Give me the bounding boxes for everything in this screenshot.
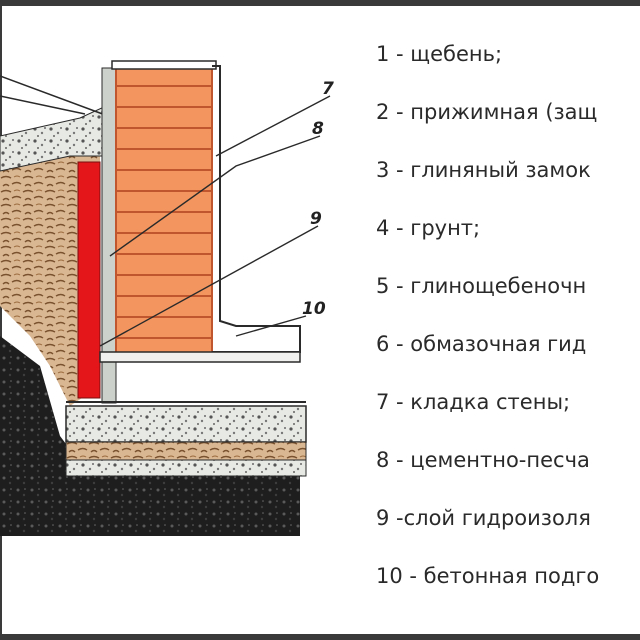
legend-item-2: 2 - прижимная (защ	[376, 100, 598, 124]
brick-courses	[116, 85, 212, 339]
soil-band	[65, 441, 307, 461]
leader-lines	[99, 95, 331, 347]
surface-line	[0, 75, 109, 117]
callout-7: 7	[322, 79, 334, 99]
legend-item-9: 9 -слой гидроизоля	[376, 506, 591, 530]
legend-item-5: 5 - глинощебеночн	[376, 274, 587, 298]
callout-8: 8	[312, 119, 324, 139]
legend-item-10: 10 - бетонная подго	[376, 564, 600, 588]
gravel-bottom-layer	[65, 459, 307, 477]
legend-item-6: 6 - обмазочная гид	[376, 332, 587, 356]
legend-item-7: 7 - кладка стены;	[376, 390, 571, 414]
soil-layer	[0, 136, 100, 406]
legend-item-1: 1 - щебень;	[376, 42, 503, 66]
foundation-diagram: 7 8 9 10	[0, 60, 334, 536]
concrete-slab	[65, 405, 307, 443]
legend-item-8: 8 - цементно-песча	[376, 448, 590, 472]
callout-10: 10	[302, 299, 326, 319]
mortar-outline	[212, 65, 301, 353]
legend-item-3: 3 - глиняный замок	[376, 158, 591, 182]
cement-sand-screed	[99, 351, 301, 363]
wall-top-cap	[111, 60, 217, 70]
legend-item-4: 4 - грунт;	[376, 216, 481, 240]
legend: 1 - щебень; 2 - прижимная (защ 3 - глиня…	[376, 34, 640, 614]
clay-lock	[77, 161, 101, 399]
rubble-base	[0, 336, 300, 536]
callout-9: 9	[310, 209, 322, 229]
